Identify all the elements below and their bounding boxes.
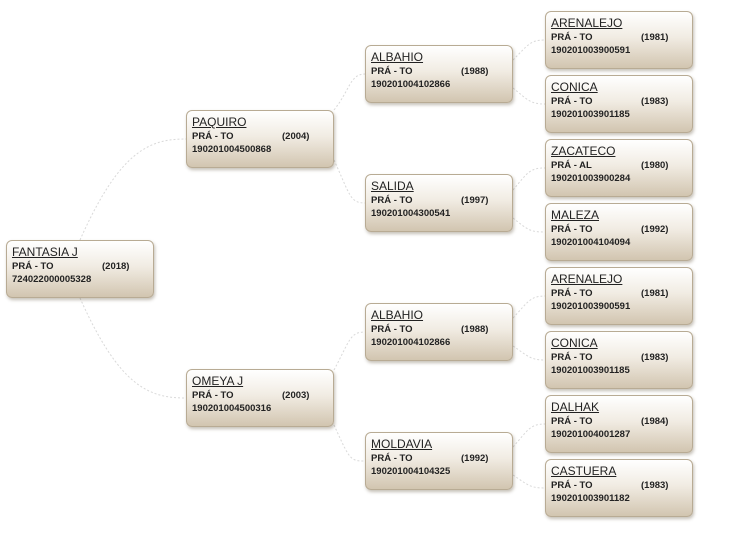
horse-breed: PRÁ - TO	[371, 195, 413, 206]
horse-registration: 190201004001287	[551, 429, 631, 440]
horse-year: (1983)	[641, 352, 669, 363]
horse-breed: PRÁ - TO	[551, 352, 593, 363]
horse-name[interactable]: ZACATECO	[551, 144, 616, 158]
horse-name[interactable]: ALBAHIO	[371, 50, 424, 64]
horse-registration: 190201004104325	[371, 466, 451, 477]
pedigree-card-root[interactable]: FANTASIA J PRÁ - TO (2018) 72402200000532…	[6, 240, 154, 298]
pedigree-card-ds-sire[interactable]: ARENALEJO PRÁ - TO (1981) 190201003900591	[545, 267, 693, 325]
connector-ss-sire	[512, 39, 546, 61]
pedigree-card-sire-dam[interactable]: SALIDA PRÁ - TO (1997) 190201004300541	[365, 174, 513, 232]
horse-registration: 190201004104094	[551, 237, 631, 248]
horse-year: (1980)	[641, 160, 669, 171]
horse-name[interactable]: MOLDAVIA	[371, 437, 433, 451]
horse-year: (1997)	[461, 195, 489, 206]
horse-breed: PRÁ - TO	[192, 390, 234, 401]
pedigree-card-sire-sire[interactable]: ALBAHIO PRÁ - TO (1988) 190201004102866	[365, 45, 513, 103]
horse-year: (1983)	[641, 96, 669, 107]
horse-breed: PRÁ - AL	[551, 160, 592, 171]
horse-year: (1992)	[641, 224, 669, 235]
horse-year: (1981)	[641, 288, 669, 299]
horse-breed: PRÁ - TO	[192, 131, 234, 142]
connector-root-dam	[79, 297, 187, 399]
pedigree-card-sire[interactable]: PAQUIRO PRÁ - TO (2004) 190201004500868	[186, 110, 334, 168]
pedigree-card-sd-sire[interactable]: ZACATECO PRÁ - AL (1980) 190201003900284	[545, 139, 693, 197]
horse-registration: 190201004500316	[192, 403, 272, 414]
horse-breed: PRÁ - TO	[551, 32, 593, 43]
connector-dd-sire	[512, 423, 546, 448]
connector-root-sire	[79, 138, 187, 241]
horse-breed: PRÁ - TO	[551, 224, 593, 235]
horse-registration: 190201003900591	[551, 45, 631, 56]
connector-lines	[79, 39, 546, 489]
horse-name[interactable]: MALEZA	[551, 208, 600, 222]
horse-year: (1984)	[641, 416, 669, 427]
horse-breed: PRÁ - TO	[12, 261, 54, 272]
horse-year: (1988)	[461, 324, 489, 335]
horse-breed: PRÁ - TO	[371, 324, 413, 335]
horse-registration: 724022000005328	[12, 274, 92, 285]
pedigree-card-ss-dam[interactable]: CONICA PRÁ - TO (1983) 190201003901185	[545, 75, 693, 133]
horse-year: (1981)	[641, 32, 669, 43]
horse-year: (2003)	[282, 390, 310, 401]
connector-dam-dam	[333, 424, 366, 462]
connector-dam-sire	[333, 331, 366, 371]
pedigree-card-dam[interactable]: OMEYA J PRÁ - TO (2003) 190201004500316	[186, 369, 334, 427]
horse-breed: PRÁ - TO	[371, 453, 413, 464]
horse-name[interactable]: ARENALEJO	[551, 16, 623, 30]
connector-sd-dam	[512, 217, 546, 233]
connector-dd-dam	[512, 474, 546, 489]
horse-year: (1988)	[461, 66, 489, 77]
connector-ds-dam	[512, 345, 546, 361]
horse-year: (2018)	[102, 261, 130, 272]
pedigree-card-dd-sire[interactable]: DALHAK PRÁ - TO (1984) 190201004001287	[545, 395, 693, 453]
pedigree-card-ss-sire[interactable]: ARENALEJO PRÁ - TO (1981) 190201003900591	[545, 11, 693, 69]
horse-registration: 190201003901182	[551, 493, 630, 504]
connector-sire-sire	[333, 73, 366, 111]
horse-breed: PRÁ - TO	[551, 480, 593, 491]
horse-breed: PRÁ - TO	[371, 66, 413, 77]
horse-registration: 190201004102866	[371, 337, 451, 348]
horse-registration: 190201003901185	[551, 365, 630, 376]
horse-name[interactable]: CONICA	[551, 80, 598, 94]
horse-name[interactable]: CASTUERA	[551, 464, 617, 478]
connector-sd-sire	[512, 167, 546, 191]
pedigree-card-dd-dam[interactable]: CASTUERA PRÁ - TO (1983) 190201003901182	[545, 459, 693, 517]
horse-breed: PRÁ - TO	[551, 288, 593, 299]
horse-year: (1983)	[641, 480, 669, 491]
connector-ds-sire	[512, 295, 546, 319]
horse-registration: 190201004300541	[371, 208, 451, 219]
connector-sire-dam	[333, 159, 366, 204]
horse-breed: PRÁ - TO	[551, 416, 593, 427]
horse-registration: 190201003900284	[551, 173, 631, 184]
horse-name[interactable]: ALBAHIO	[371, 308, 424, 322]
pedigree-card-dam-dam[interactable]: MOLDAVIA PRÁ - TO (1992) 190201004104325	[365, 432, 513, 490]
horse-registration: 190201003901185	[551, 109, 630, 120]
horse-registration: 190201003900591	[551, 301, 631, 312]
horse-name[interactable]: DALHAK	[551, 400, 600, 414]
horse-name[interactable]: SALIDA	[371, 179, 414, 193]
horse-registration: 190201004500868	[192, 144, 272, 155]
horse-name[interactable]: PAQUIRO	[192, 115, 247, 129]
horse-year: (2004)	[282, 131, 310, 142]
horse-name[interactable]: OMEYA J	[192, 374, 244, 388]
horse-registration: 190201004102866	[371, 79, 451, 90]
pedigree-card-sd-dam[interactable]: MALEZA PRÁ - TO (1992) 190201004104094	[545, 203, 693, 261]
horse-year: (1992)	[461, 453, 489, 464]
horse-name[interactable]: FANTASIA J	[12, 245, 78, 259]
horse-name[interactable]: ARENALEJO	[551, 272, 623, 286]
pedigree-card-dam-sire[interactable]: ALBAHIO PRÁ - TO (1988) 190201004102866	[365, 303, 513, 361]
horse-name[interactable]: CONICA	[551, 336, 598, 350]
pedigree-card-ds-dam[interactable]: CONICA PRÁ - TO (1983) 190201003901185	[545, 331, 693, 389]
connector-ss-dam	[512, 87, 546, 105]
horse-breed: PRÁ - TO	[551, 96, 593, 107]
